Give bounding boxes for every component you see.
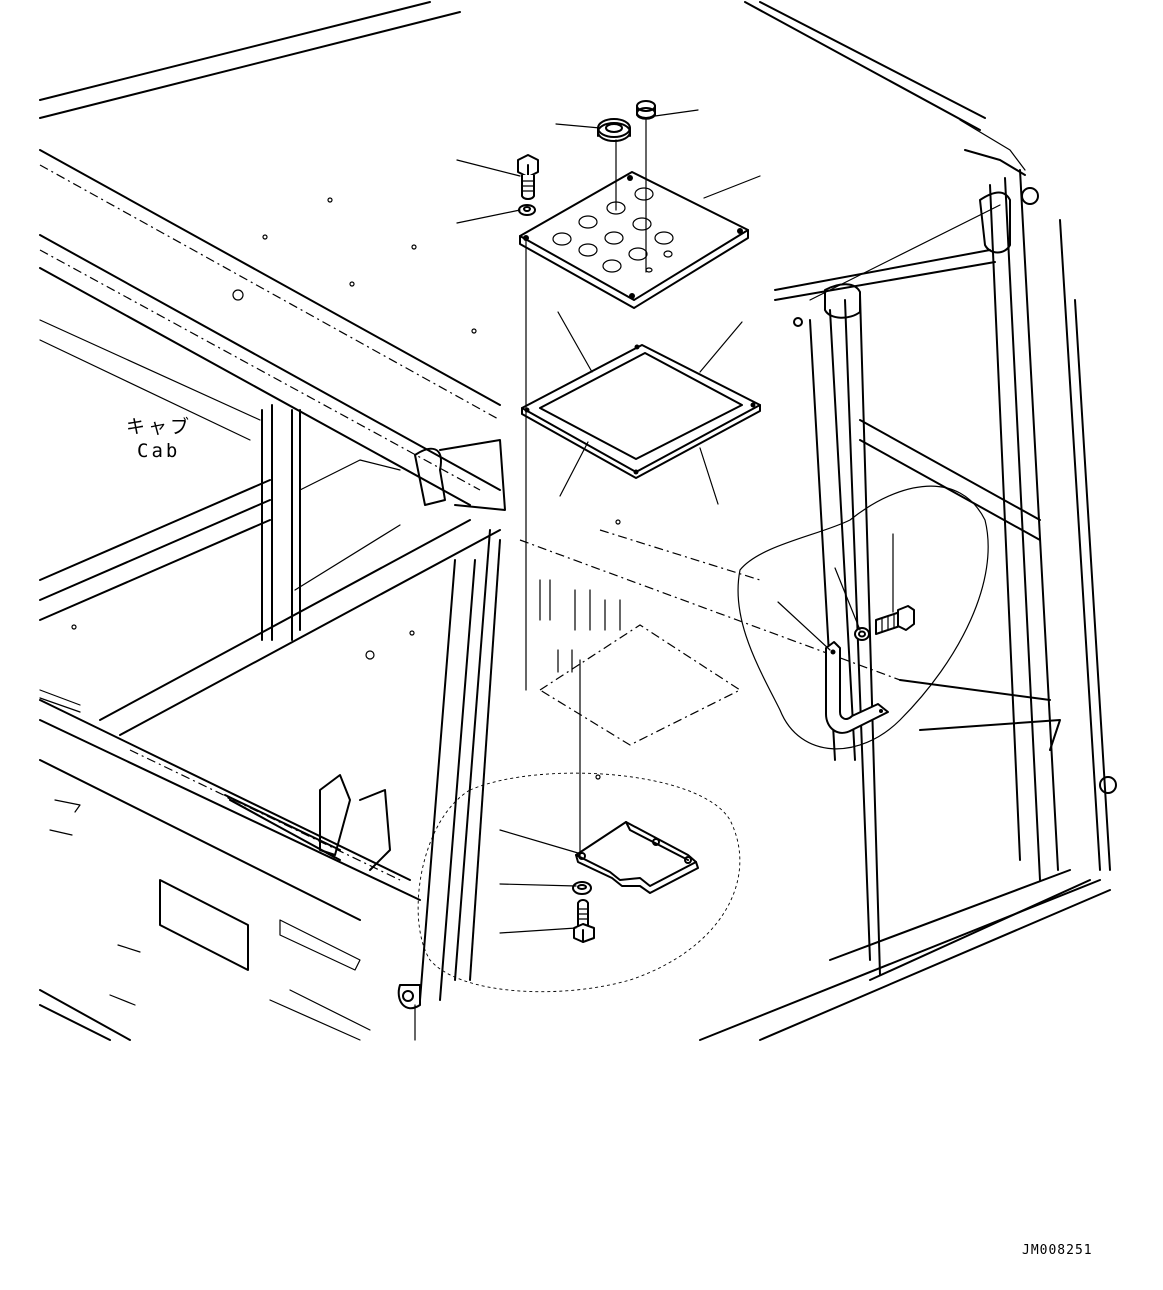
- cab-label-english: Cab: [137, 440, 181, 462]
- bracket: [575, 821, 699, 894]
- leader-lines: [456, 109, 894, 934]
- washer-top: [518, 204, 536, 216]
- cover-plate: [519, 171, 749, 309]
- clamp: [825, 641, 889, 734]
- gasket: [521, 344, 761, 479]
- detail-outline-bottom: [417, 772, 741, 993]
- bolt-top: [517, 154, 539, 200]
- detail-outline-right: [737, 485, 989, 750]
- grommet: [597, 118, 631, 142]
- washer-right: [854, 627, 870, 641]
- plug: [636, 100, 656, 120]
- assembly-lines: [525, 119, 647, 857]
- cab-label-japanese: キャブ: [126, 416, 193, 438]
- bolt-bottom: [573, 899, 595, 943]
- drawing-code: JM008251: [1022, 1243, 1093, 1258]
- cab-frame: [39, 1, 1117, 1041]
- bolt-right: [875, 605, 915, 635]
- washer-bottom: [572, 881, 592, 895]
